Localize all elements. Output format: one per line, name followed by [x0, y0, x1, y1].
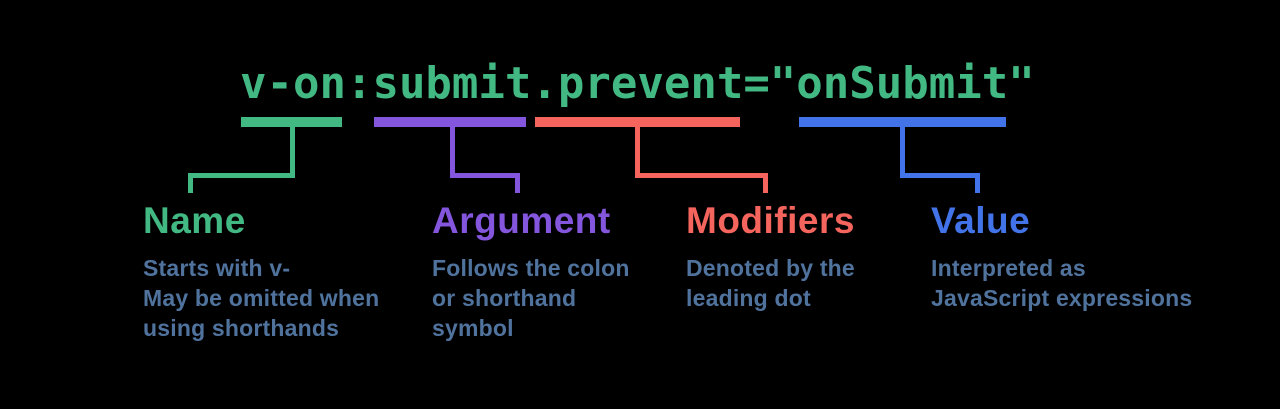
connector-line: [635, 127, 640, 178]
connector-line: [188, 173, 193, 193]
description-line: or shorthand: [432, 285, 577, 311]
name-heading: Name: [143, 200, 246, 241]
description-line: Follows the colon: [432, 255, 630, 281]
connector-line: [763, 173, 768, 193]
description-line: Interpreted as: [931, 255, 1086, 281]
connector-line: [900, 173, 980, 178]
connector-line: [290, 127, 295, 178]
description-line: symbol: [432, 315, 514, 341]
description-line: leading dot: [686, 285, 811, 311]
connector-line: [635, 173, 768, 178]
value-heading: Value: [931, 200, 1031, 241]
connector-line: [450, 173, 520, 178]
connector-line: [188, 173, 295, 178]
modifiers-description: Denoted by the leading dot: [686, 253, 855, 313]
argument-heading: Argument: [432, 200, 611, 241]
description-line: Denoted by the: [686, 255, 855, 281]
argument-underline-bar: [374, 117, 527, 127]
value-underline-bar: [799, 117, 1007, 127]
connector-line: [450, 127, 455, 178]
value-description: Interpreted as JavaScript expressions: [931, 253, 1192, 313]
modifiers-heading: Modifiers: [686, 200, 855, 241]
description-line: Starts with v-: [143, 255, 291, 281]
connector-line: [900, 127, 905, 178]
name-underline-bar: [241, 117, 342, 127]
description-line: JavaScript expressions: [931, 285, 1193, 311]
description-line: May be omitted when: [143, 285, 380, 311]
connector-line: [515, 173, 520, 193]
name-description: Starts with v- May be omitted when using…: [143, 253, 379, 343]
code-underline-bars: [240, 117, 1040, 127]
argument-description: Follows the colon or shorthand symbol: [432, 253, 630, 343]
directive-code: v-on:submit.prevent="onSubmit": [240, 58, 1035, 109]
modifiers-underline-bar: [535, 117, 741, 127]
description-line: using shorthands: [143, 315, 340, 341]
connector-line: [975, 173, 980, 193]
